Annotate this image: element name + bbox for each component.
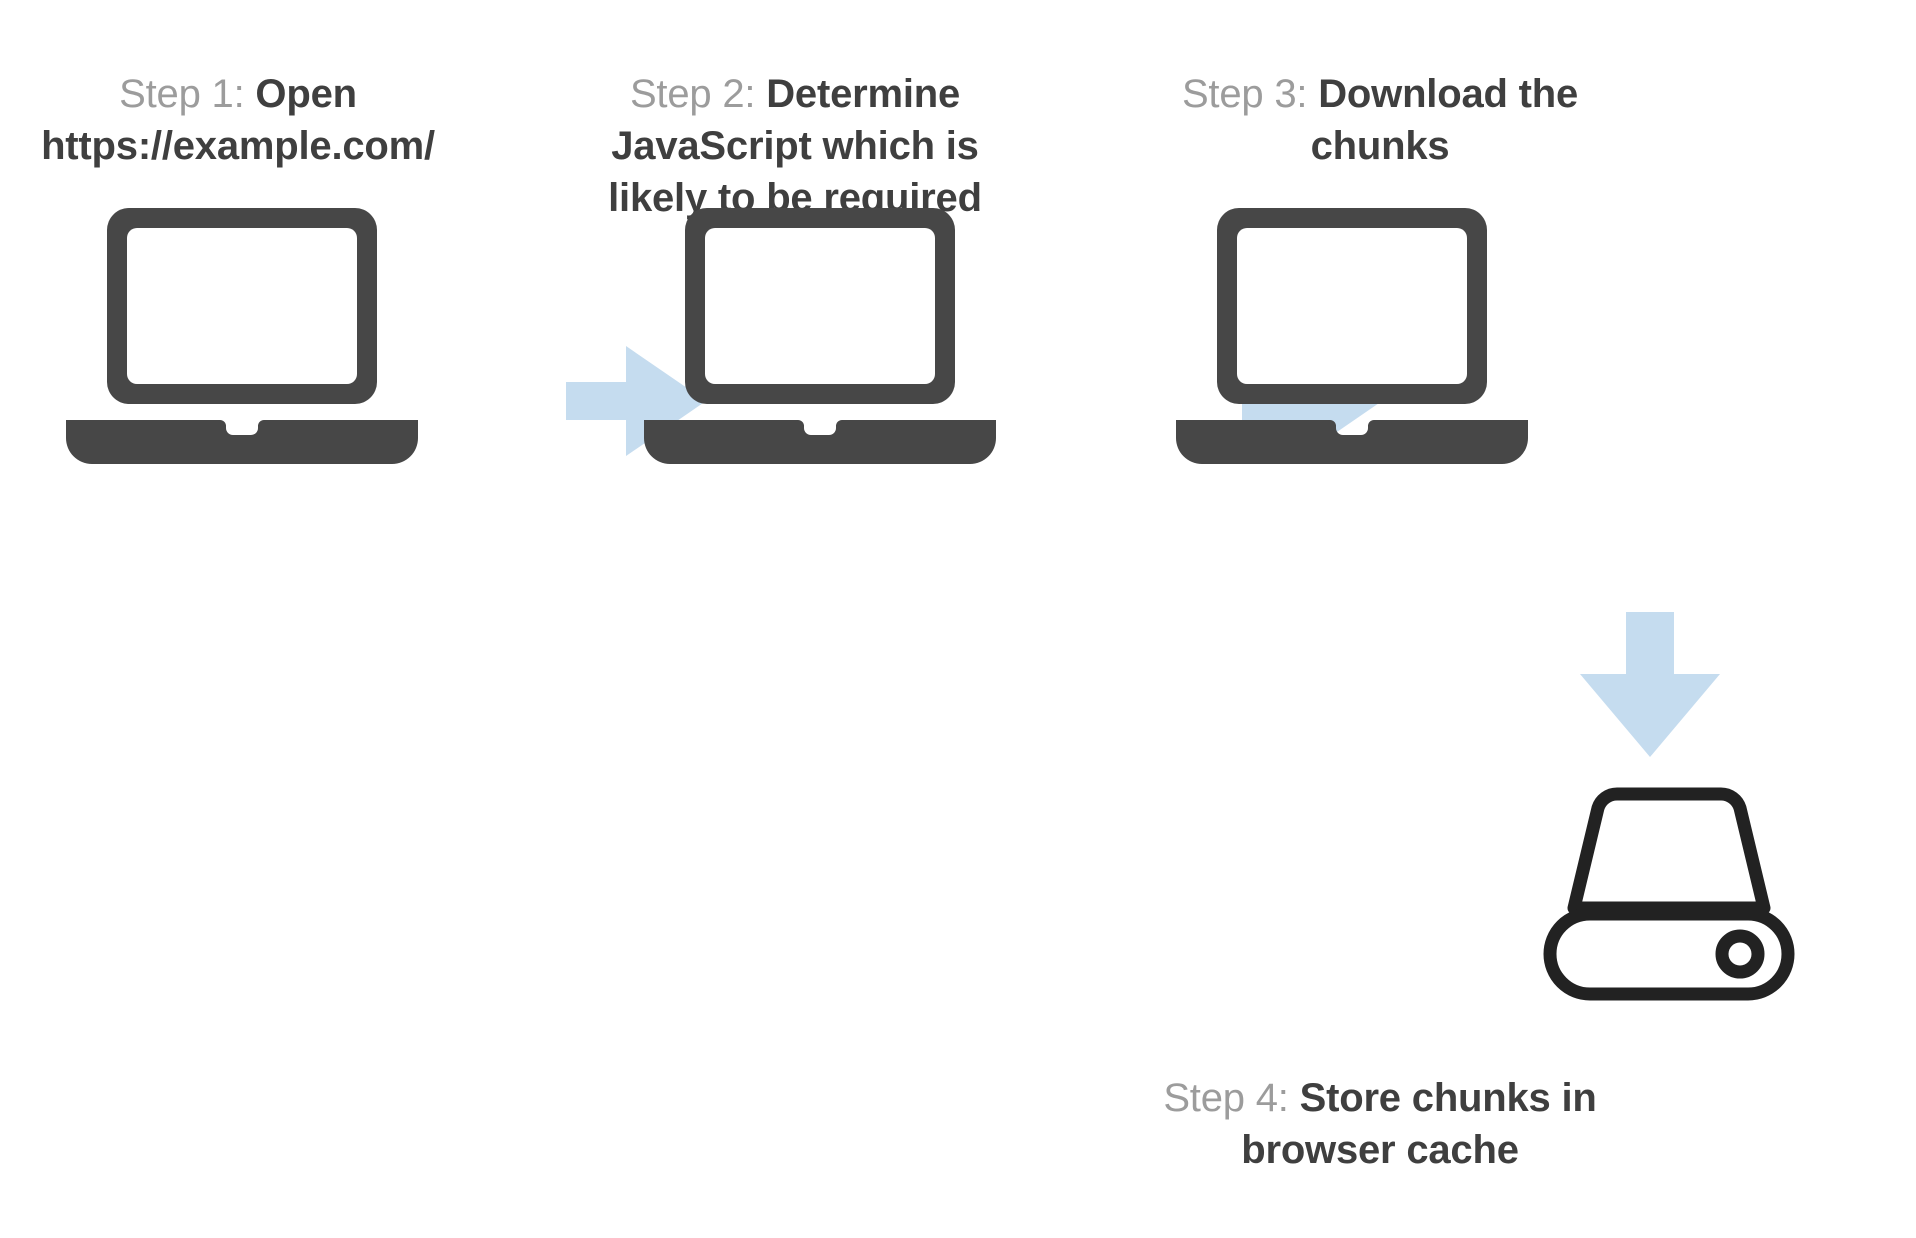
laptop-icon-step-2 <box>640 204 1000 474</box>
arrow-right-icon-1 <box>566 346 706 456</box>
step-2-caption: Step 2: Determine JavaScript which is li… <box>560 68 1030 224</box>
step-3-label: Step 3: <box>1181 72 1319 116</box>
step-3-caption: Step 3: Download the chunks <box>1160 68 1600 172</box>
step-2-label: Step 2: <box>629 72 767 116</box>
step-4-caption: Step 4: Store chunks in browser cache <box>1160 1072 1600 1176</box>
step-1-label: Step 1: <box>119 72 256 116</box>
step-1-caption: Step 1: Open https://example.com/ <box>18 68 458 172</box>
laptop-icon-step-1 <box>62 204 422 474</box>
step-3-text: Download the chunks <box>1310 72 1579 168</box>
laptop-icon-step-3 <box>1172 204 1532 474</box>
arrow-down-icon <box>1580 612 1720 757</box>
step-4-label: Step 4: <box>1163 1076 1300 1120</box>
step-4-text: Store chunks in browser cache <box>1241 1076 1597 1172</box>
step-1-text: Open https://example.com/ <box>41 72 435 168</box>
hard-drive-icon <box>1540 786 1798 1006</box>
